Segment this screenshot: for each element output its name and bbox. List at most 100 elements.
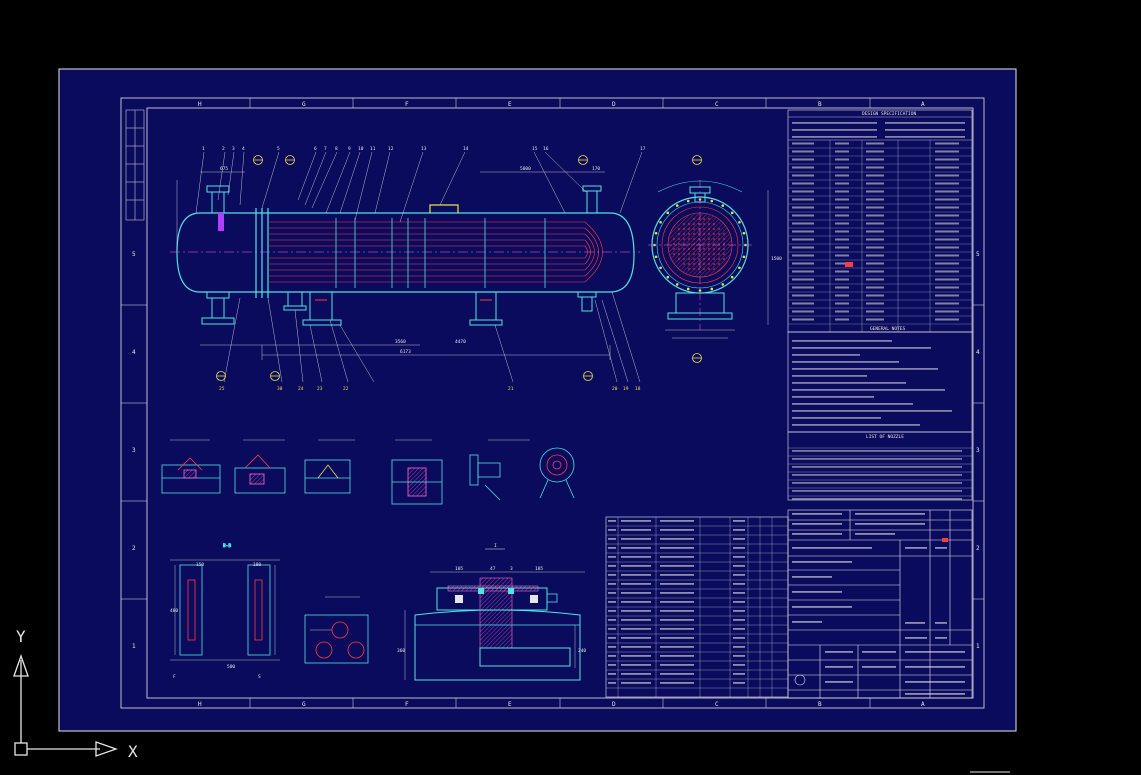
spec-text-mark: [792, 142, 814, 145]
spec-text-mark: [792, 246, 814, 249]
part-label-bottom-30: 30: [277, 386, 283, 392]
spec-text-mark: [792, 302, 814, 305]
tube-hole: [707, 232, 711, 236]
detail-side-dim-1: 360: [397, 648, 405, 654]
general-notes[interactable]: GENERAL NOTES: [787, 326, 973, 433]
saddle-supports: [302, 291, 503, 326]
title-text-mark: [792, 523, 842, 525]
dim-under: 3560: [395, 339, 406, 345]
drawing-sheet[interactable]: [58, 68, 1017, 732]
spec-text-mark: [835, 310, 849, 313]
tube-hole: [687, 222, 691, 226]
part-label-6: 6: [314, 146, 317, 152]
tube-hole: [682, 237, 686, 241]
dimension-lines: [176, 171, 611, 360]
tube-layout-view[interactable]: [304, 596, 369, 664]
title-block-text: [792, 513, 965, 695]
parts-row-text: [733, 529, 745, 531]
bolt-hole: [742, 231, 746, 235]
parts-row-text: [621, 637, 651, 639]
tube-hole: [697, 267, 701, 271]
end-view[interactable]: 1500: [648, 155, 782, 363]
parts-row-text: [733, 628, 745, 630]
spec-text-mark: [835, 206, 849, 209]
parts-row-text: [608, 664, 616, 666]
part-label-bottom-25: 25: [219, 386, 225, 392]
part-label-bottom-18: 18: [635, 386, 641, 392]
tube-hole: [682, 222, 686, 226]
bolt-hole: [710, 287, 714, 291]
grid-col-bottom-C: C: [715, 701, 719, 708]
spec-text-mark: [866, 166, 884, 169]
part-label-bottom-23: 23: [317, 386, 323, 392]
tube-hole: [692, 222, 696, 226]
tube-hole: [702, 267, 706, 271]
parts-row-text: [733, 583, 745, 585]
tube-hole: [697, 257, 701, 261]
parts-row-text: [733, 655, 745, 657]
parts-row-text: [621, 520, 651, 522]
parts-row-text: [733, 565, 745, 567]
parts-row-text: [608, 673, 616, 675]
bolt-hole: [666, 275, 670, 279]
tube-hole: [692, 227, 696, 231]
bolt-hole: [654, 255, 658, 259]
title-text-mark: [862, 651, 896, 653]
spec-text-mark: [866, 174, 884, 177]
tube-hole: [702, 222, 706, 226]
spec-text-mark: [935, 166, 959, 169]
spec-text-mark: [935, 214, 959, 217]
spec-text-mark: [866, 150, 884, 153]
tube-hole: [712, 252, 716, 256]
bolt-hole: [654, 231, 658, 235]
tube-hole: [712, 237, 716, 241]
title-text-mark: [792, 513, 842, 515]
title-text-mark: [825, 651, 853, 653]
note-line: [792, 340, 892, 342]
bolt-hole: [675, 283, 679, 286]
spec-text-mark: [835, 286, 849, 289]
parts-list-table[interactable]: [605, 516, 789, 698]
spec-text-mark: [835, 294, 849, 297]
binding-margin: [125, 109, 145, 221]
title-logo: [794, 674, 806, 686]
grid-row-left-2: 2: [132, 545, 136, 552]
section-b-b[interactable]: B-B: [170, 543, 280, 661]
nozzle-list-table[interactable]: LIST OF NOZZLE: [787, 431, 973, 501]
section-dim-1: 150: [196, 562, 204, 568]
note-line: [792, 410, 952, 412]
tube-hole: [707, 257, 711, 261]
parts-row-text: [608, 619, 616, 621]
parts-row-text: [608, 628, 616, 630]
part-label-2: 2: [222, 146, 225, 152]
title-block[interactable]: [787, 509, 973, 699]
spec-text-mark: [935, 294, 959, 297]
baffles: [335, 218, 546, 288]
spec-text-mark: [935, 222, 959, 225]
tube-hole: [707, 247, 711, 251]
parts-row-text: [621, 592, 651, 594]
spec-text-mark: [835, 318, 849, 321]
spec-text-mark: [866, 254, 884, 257]
note-line: [792, 424, 920, 426]
note-line: [792, 354, 860, 356]
spec-text-mark: [792, 318, 814, 321]
heat-exchanger-shell: [176, 208, 635, 298]
parts-row-text: [621, 619, 651, 621]
weld-detail-views[interactable]: [161, 439, 575, 505]
parts-row-text: [621, 538, 651, 540]
title-text-mark: [862, 666, 896, 668]
grid-row-left-3: 3: [132, 447, 136, 454]
parts-row-text: [660, 592, 694, 594]
spec-text-mark: [835, 262, 849, 265]
tube-hole: [712, 257, 716, 261]
parts-row-text: [608, 574, 616, 576]
spec-text-mark: [792, 262, 814, 265]
tube-hole: [702, 237, 706, 241]
spec-text-mark: [935, 230, 959, 233]
